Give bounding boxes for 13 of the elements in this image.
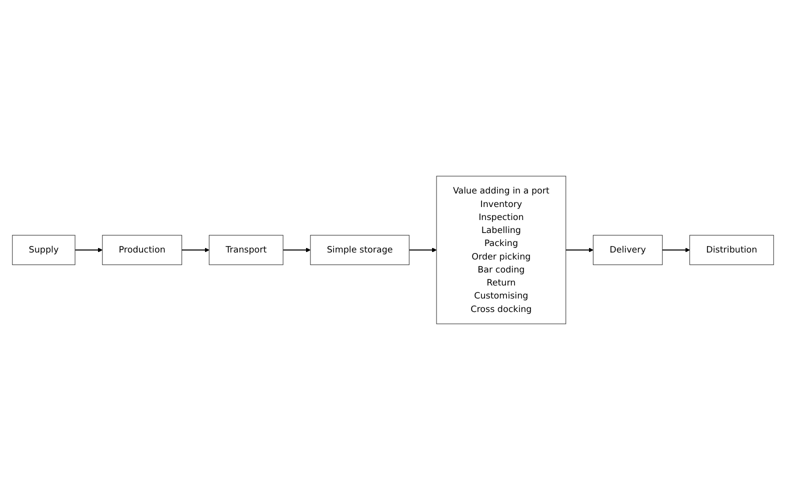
node-box: Transport (208, 234, 284, 265)
arrow (566, 247, 594, 252)
node-box: Delivery (592, 234, 663, 265)
node-box: Distribution (689, 234, 774, 265)
arrow (409, 247, 437, 252)
arrow (75, 247, 103, 252)
node-box: Production (102, 234, 182, 265)
node-box: Simple storage (310, 234, 410, 265)
arrow (283, 247, 311, 252)
node-box: Supply (12, 234, 76, 265)
arrow (182, 247, 210, 252)
arrow (662, 247, 690, 252)
node-box: Value adding in a port Inventory Inspection Labelling Packing Order picking Bar coding Return Customising Cross docking (436, 175, 566, 324)
